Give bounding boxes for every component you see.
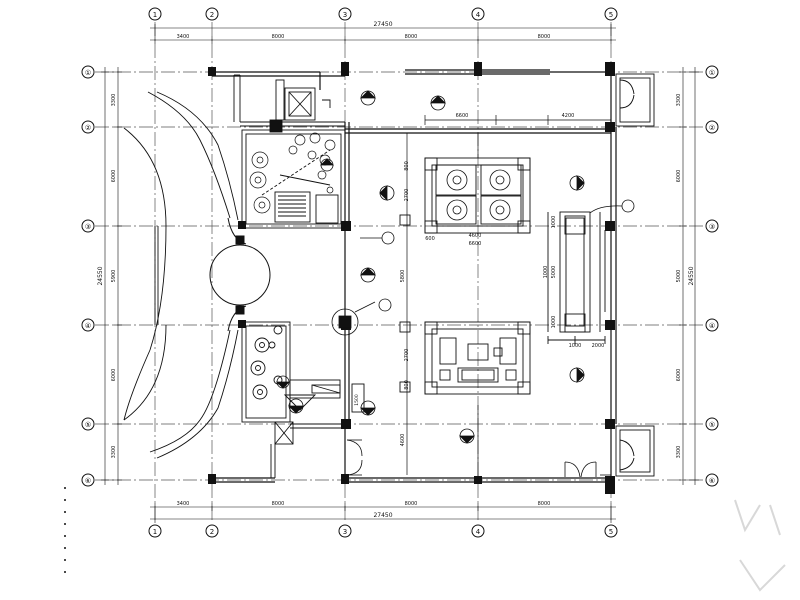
right-total-dimension: 24550: [688, 266, 695, 285]
planter-room-lower: [241, 321, 365, 478]
elevation-markers: [276, 90, 585, 444]
grid-label-col-5-bottom: 5: [609, 528, 613, 536]
row-bubbles-left: ① ② ③ ④ ⑤ ⑥: [81, 65, 95, 487]
grid-label-col-1-bottom: 1: [153, 528, 157, 536]
left-total-dimension: 24550: [97, 266, 104, 285]
grid-label-row-6-right: ⑥: [709, 477, 715, 485]
grid-label-row-6-left: ⑥: [85, 477, 91, 485]
grid-label-row-1-left: ①: [85, 69, 91, 77]
dim-lower-h: 4600: [400, 434, 406, 447]
dim-table-w2: 6600: [469, 241, 482, 247]
left-dim-1: 3300: [111, 94, 117, 107]
grid-label-col-4-bottom: 4: [476, 528, 481, 536]
dim-upper-right: 4200: [562, 113, 575, 119]
top-dimension-lines: [150, 24, 616, 44]
grid-label-row-1-right: ①: [709, 69, 715, 77]
curved-facade: [123, 91, 239, 459]
right-dim-1: 3300: [676, 94, 682, 107]
right-dim-3: 5000: [676, 270, 682, 283]
detail-callouts: [331, 199, 635, 336]
dim-v1: 1000: [551, 216, 557, 229]
dim-v2: 5000: [551, 266, 557, 279]
left-dim-5: 3300: [111, 446, 117, 459]
dim-right-b: 2000: [592, 343, 605, 349]
dim-v3: 1000: [551, 316, 557, 329]
chairs-upper: [446, 169, 511, 221]
planter-decor-upper: [249, 132, 336, 214]
left-dim-3: 5900: [111, 270, 117, 283]
dim-lower-c: 800: [404, 380, 410, 390]
grid-label-col-5-top: 5: [609, 11, 613, 19]
stair-tower-right-bottom: [615, 425, 655, 477]
right-dim-5: 3300: [676, 446, 682, 459]
bottom-dim-4: 8000: [538, 501, 551, 507]
left-dim-2: 6000: [111, 170, 117, 183]
dim-lower-w: 1500: [354, 394, 360, 406]
dim-lower-b: 2700: [404, 349, 410, 362]
grid-label-row-5-right: ⑤: [709, 421, 715, 429]
grid-label-col-2-bottom: 2: [210, 528, 214, 536]
column-bubbles-bottom: 1 2 3 4 5: [148, 524, 618, 538]
grid-label-row-2-right: ②: [709, 124, 715, 132]
dim-left-b: 2700: [404, 189, 410, 202]
top-dim-3: 8000: [405, 34, 418, 40]
dim-table-w1: 4600: [469, 233, 482, 239]
dim-left-a: 800: [404, 161, 410, 171]
top-dim-2: 8000: [272, 34, 285, 40]
stair-tower-right-top: [615, 73, 655, 127]
left-dimension-lines: [101, 67, 122, 485]
dim-right-a: 1000: [569, 343, 582, 349]
left-dim-4: 6000: [111, 369, 117, 382]
dim-v4: 1000: [543, 266, 549, 279]
grid-label-row-3-right: ③: [709, 223, 715, 231]
door-bottom-right: [564, 461, 611, 478]
bottom-total-dimension: 27450: [373, 512, 392, 519]
bottom-dim-3: 8000: [405, 501, 418, 507]
dim-left-c: 600: [425, 236, 435, 242]
lounge-seating-lower: [399, 321, 531, 395]
grid-label-row-5-left: ⑤: [85, 421, 91, 429]
watermark: [734, 499, 786, 592]
lobby-zone-lines: [406, 115, 611, 480]
bottom-dim-1: 3400: [177, 501, 190, 507]
door-bottom-left: [346, 439, 363, 476]
bottom-dim-2: 8000: [272, 501, 285, 507]
grid-label-col-1-top: 1: [153, 11, 157, 19]
right-dim-2: 6000: [676, 170, 682, 183]
dotted-marker-column: [64, 487, 66, 573]
row-bubbles-right: ① ② ③ ④ ⑤ ⑥: [705, 65, 719, 487]
right-dim-4: 6000: [676, 369, 682, 382]
top-dim-4: 8000: [538, 34, 551, 40]
elevator-core: [233, 74, 345, 127]
column-bubbles-top: 1 2 3 4 5: [148, 7, 618, 21]
grid-label-row-4-right: ④: [709, 322, 715, 330]
grid-label-row-2-left: ②: [85, 124, 91, 132]
top-total-dimension: 27450: [373, 21, 392, 28]
interior-dimensions: 6600 4200 4600 6600 800 2700 600 5800 27…: [354, 113, 604, 446]
top-dim-1: 3400: [177, 34, 190, 40]
revolving-door: [209, 217, 271, 332]
grid-label-row-4-left: ④: [85, 322, 91, 330]
grid-label-col-3-top: 3: [343, 11, 347, 19]
stair-room: [241, 119, 346, 229]
grid-label-row-3-left: ③: [85, 223, 91, 231]
right-dimension-lines: [679, 67, 699, 485]
grid-label-col-2-top: 2: [210, 11, 214, 19]
grid-label-col-4-top: 4: [476, 11, 481, 19]
bottom-dimension-lines: [150, 503, 616, 523]
lounge-seating-upper: [399, 157, 531, 234]
dim-upper-span: 6600: [456, 113, 469, 119]
reception-desk: [547, 211, 606, 344]
grid-label-col-3-bottom: 3: [343, 528, 347, 536]
dim-center-h: 5800: [400, 270, 406, 283]
